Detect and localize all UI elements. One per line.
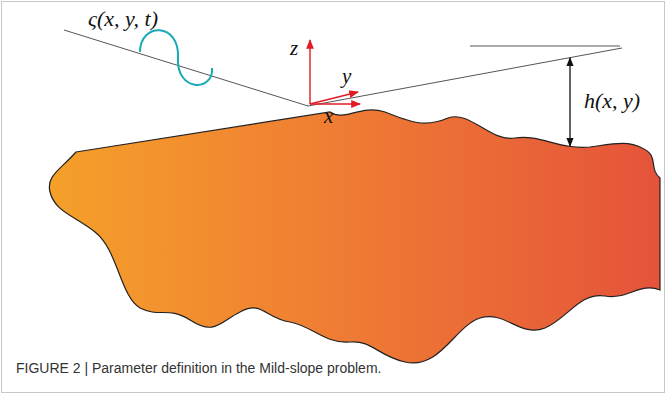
wave (140, 30, 212, 85)
axis-label: y (342, 66, 351, 87)
surface-plane (64, 30, 622, 106)
depth-arrow (569, 58, 570, 146)
wave-label: ς(x, y, t) (88, 8, 158, 30)
axis-label: x (324, 106, 333, 127)
axis-label: z (290, 38, 298, 59)
seabed (49, 110, 660, 363)
depth-label: h(x, y) (584, 90, 640, 112)
figure-caption: FIGURE 2 | Parameter definition in the M… (16, 360, 381, 376)
axes (310, 40, 360, 104)
